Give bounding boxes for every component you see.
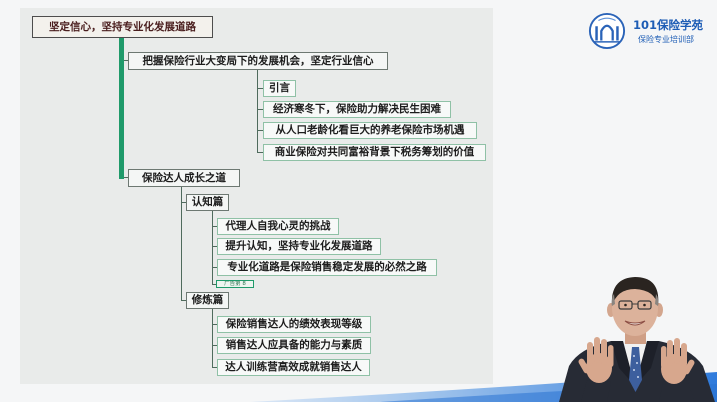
connector-line xyxy=(212,284,216,285)
leaf-node-aging-pension-market: 从人口老龄化看巨大的养老保险市场机遇 xyxy=(263,122,477,139)
logo-subtitle: 保险专业培训部 xyxy=(638,35,694,44)
connector-line xyxy=(257,152,263,153)
leaf-node-tax-planning-value: 商业保险对共同富裕背景下税务筹划的价值 xyxy=(263,144,486,161)
presenter-figure xyxy=(559,277,715,402)
branch-node-growth-path: 保险达人成长之道 xyxy=(128,169,240,187)
connector-line xyxy=(257,109,263,110)
logo-emblem-icon xyxy=(588,12,626,50)
section-node-cultivation: 修炼篇 xyxy=(186,292,229,309)
leaf-node-performance-levels: 保险销售达人的绩效表现等级 xyxy=(217,316,371,333)
logo-title: 101保险学苑 xyxy=(633,18,704,32)
presenter-head xyxy=(607,277,663,344)
presenter-right-hand xyxy=(659,338,695,402)
branch-node-industry-opportunity: 把握保险行业大变局下的发展机会，坚定行业信心 xyxy=(128,52,388,70)
connector-line xyxy=(124,177,128,178)
trunk-connector xyxy=(119,38,124,179)
connector-line xyxy=(212,267,217,268)
connector-line xyxy=(181,300,186,301)
connector-line xyxy=(257,70,258,153)
connector-line xyxy=(124,60,128,61)
connector-line xyxy=(181,202,186,203)
connector-line xyxy=(212,226,217,227)
connector-line xyxy=(212,211,213,285)
leaf-node-abilities-qualities: 销售达人应具备的能力与素质 xyxy=(217,337,371,354)
leaf-node-economic-winter: 经济寒冬下，保险助力解决民生困难 xyxy=(263,101,451,118)
connector-line xyxy=(181,187,182,301)
section-node-cognition: 认知篇 xyxy=(186,194,229,211)
connector-line xyxy=(212,309,213,368)
connector-line xyxy=(212,345,217,346)
connector-line xyxy=(212,324,217,325)
leaf-node-self-challenge: 代理人自我心灵的挑战 xyxy=(217,218,339,235)
leaf-node-raise-cognition: 提升认知，坚持专业化发展道路 xyxy=(217,238,381,255)
connector-line xyxy=(212,367,217,368)
connector-line xyxy=(257,130,263,131)
collapsed-tag: 广告第 8 xyxy=(216,280,254,288)
presenter-left-hand xyxy=(578,337,614,402)
connector-line xyxy=(257,88,263,89)
leaf-node-introduction: 引言 xyxy=(263,80,296,97)
connector-line xyxy=(212,246,217,247)
leaf-node-training-camp: 达人训练营高效成就销售达人 xyxy=(217,359,370,376)
leaf-node-professional-road: 专业化道路是保险销售稳定发展的必然之路 xyxy=(217,259,437,276)
mindmap-root-node: 坚定信心，坚持专业化发展道路 xyxy=(32,16,213,38)
